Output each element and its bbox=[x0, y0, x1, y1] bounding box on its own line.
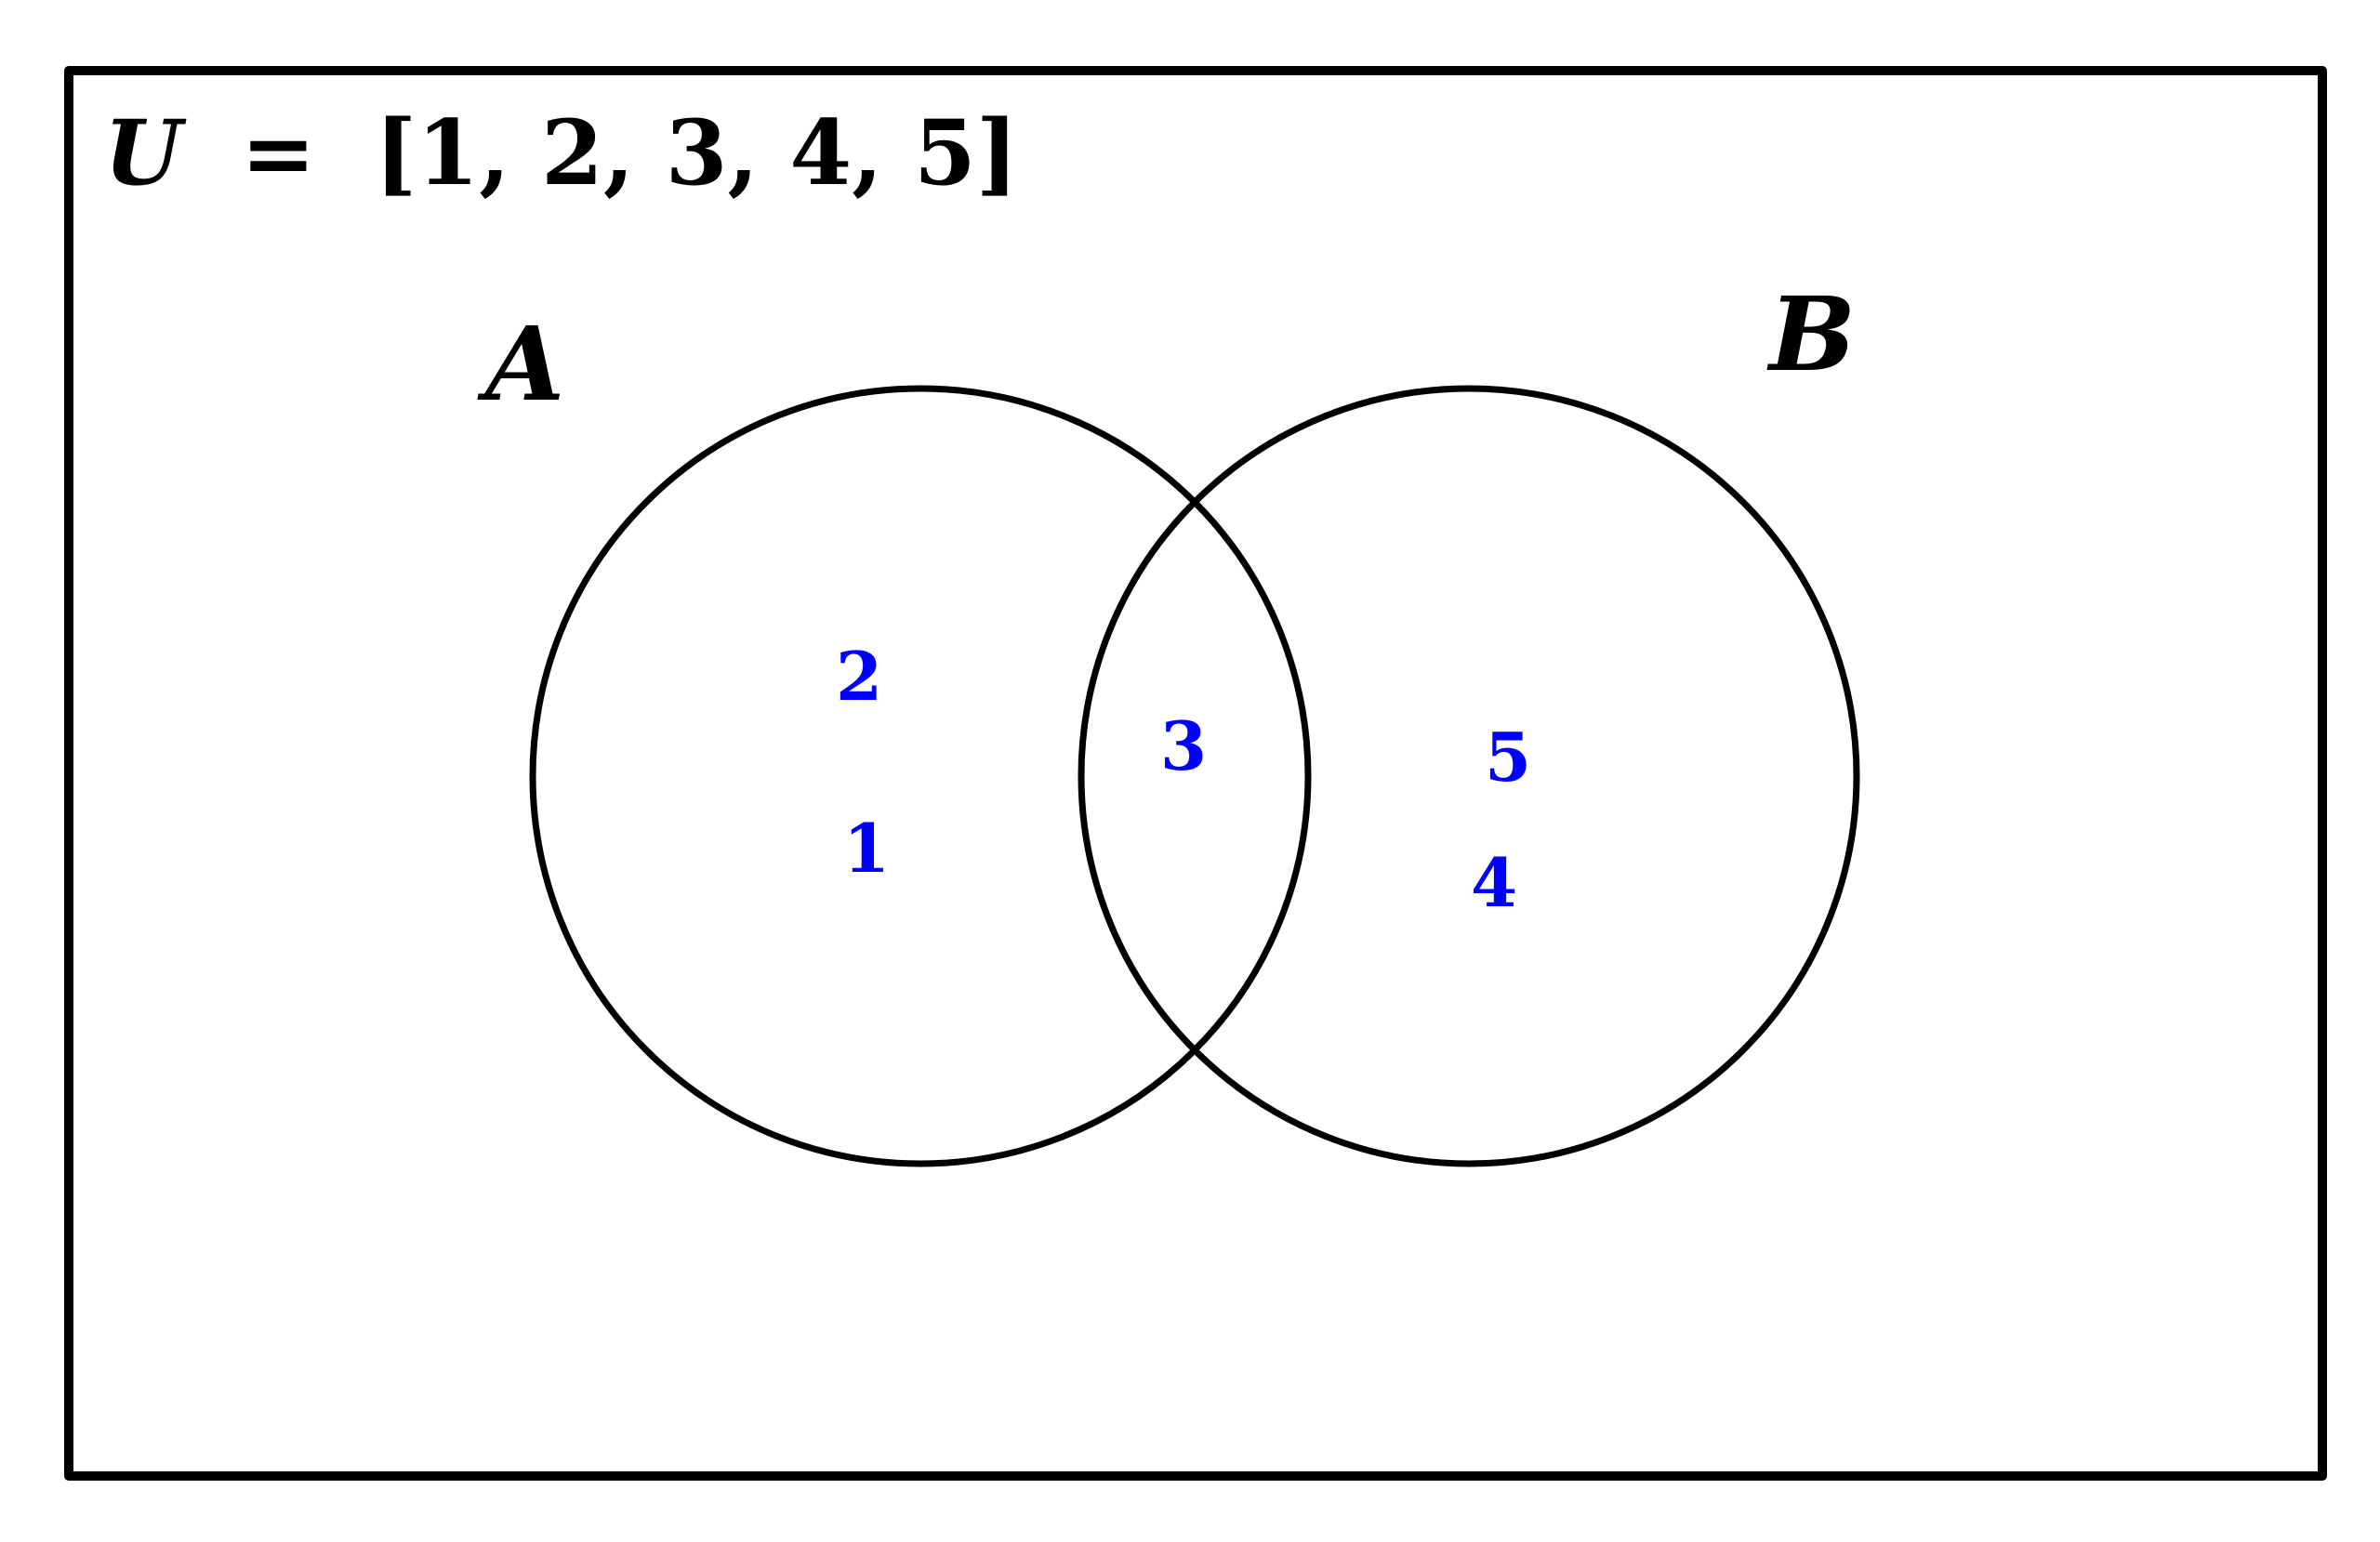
set-a-circle bbox=[529, 385, 1312, 1167]
universe-label: U = [1, 2, 3, 4, 5] bbox=[104, 100, 1018, 205]
set-a-label: A bbox=[477, 304, 564, 424]
set-b-circle bbox=[1078, 385, 1860, 1167]
universe-box bbox=[64, 66, 2327, 1481]
set-a-element: 2 bbox=[836, 637, 882, 716]
set-b-element: 5 bbox=[1485, 718, 1531, 797]
set-b-element: 4 bbox=[1471, 843, 1517, 922]
intersection-element: 3 bbox=[1160, 706, 1207, 785]
universe-symbol: U bbox=[104, 100, 187, 205]
universe-equals: = bbox=[241, 100, 315, 205]
set-a-element: 1 bbox=[843, 809, 890, 888]
set-b-label: B bbox=[1766, 274, 1856, 394]
universe-set: [1, 2, 3, 4, 5] bbox=[375, 100, 1018, 205]
